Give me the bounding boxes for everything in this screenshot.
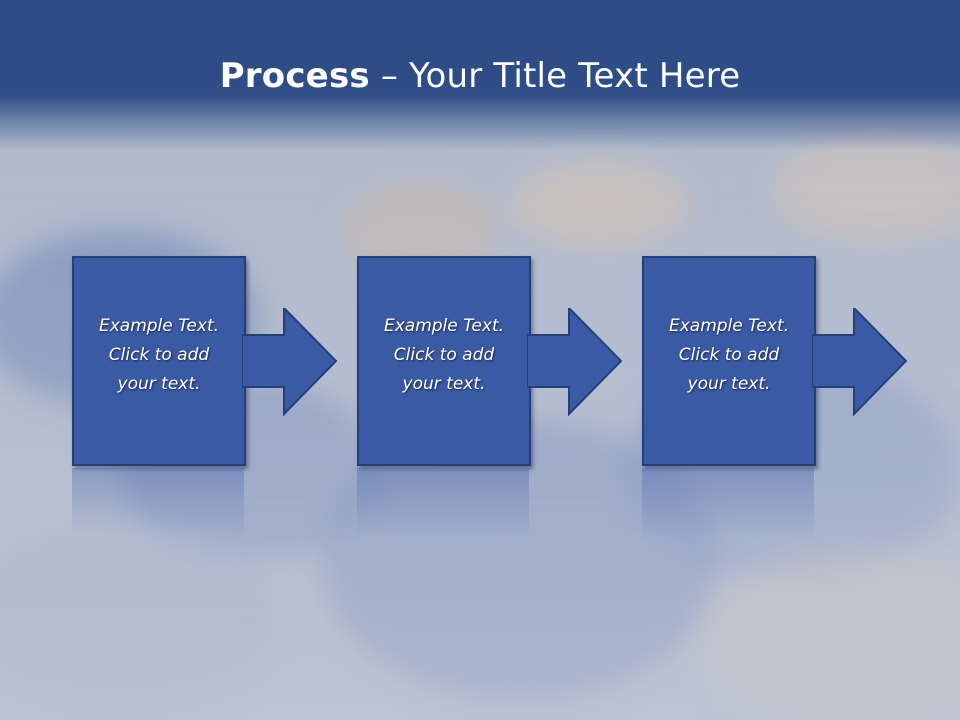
step-box[interactable]: Example Text. Click to add your text. [642,256,816,466]
right-arrow-icon [527,308,623,417]
step-box[interactable]: Example Text. Click to add your text. [357,256,531,466]
right-arrow-icon [812,308,908,417]
title-bold: Process [219,56,370,96]
step-text[interactable]: Example Text. Click to add your text. [98,316,220,394]
step-reflection [357,468,529,538]
step-box[interactable]: Example Text. Click to add your text. [72,256,246,466]
title-rest: – Your Title Text Here [369,56,741,96]
step-reflection [72,468,244,538]
slide-title[interactable]: Process – Your Title Text Here [0,54,960,98]
title-bar [0,0,960,150]
right-arrow-icon [242,308,338,417]
step-text[interactable]: Example Text. Click to add your text. [383,316,505,394]
step-text[interactable]: Example Text. Click to add your text. [668,316,790,394]
step-reflection [642,468,814,538]
